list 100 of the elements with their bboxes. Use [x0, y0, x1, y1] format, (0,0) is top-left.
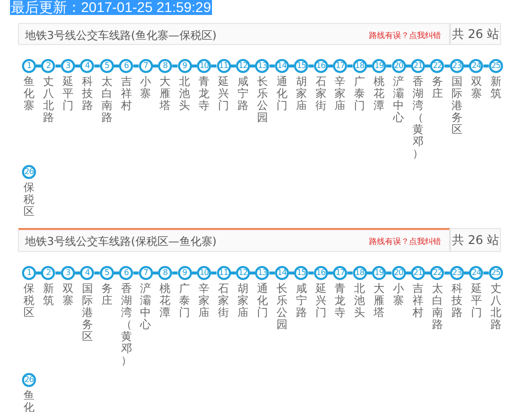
- route-title: 地铁3号线公交车线路(保税区—鱼化寨): [25, 234, 217, 249]
- station-name: 香湖湾（黄邓）: [412, 76, 424, 160]
- station-name: 国际港务区: [81, 283, 94, 343]
- stop-circle: 16: [314, 59, 328, 73]
- station-name: 辛家庙: [334, 76, 346, 112]
- stop-circle: 14: [274, 266, 289, 280]
- stop-circle: 24: [469, 266, 484, 280]
- stop-circle: 16: [314, 266, 328, 280]
- connector-line: [386, 64, 392, 68]
- station-name: 长乐公园: [276, 283, 288, 331]
- stop-circle: 13: [255, 59, 270, 73]
- station-name: 广泰门: [354, 76, 366, 112]
- connector-line: [36, 272, 42, 274]
- connector-line: [230, 272, 236, 274]
- station-name: 浐灞中心: [140, 283, 152, 331]
- station-name: 鱼化寨: [23, 76, 35, 112]
- station-name: 科技路: [81, 76, 94, 112]
- station-name: 务庄: [431, 76, 444, 100]
- error-report-link: 路线有误？点我纠错: [369, 236, 441, 247]
- station-name: 双寨: [62, 283, 74, 307]
- stop-circle: 12: [236, 59, 250, 73]
- connector-line: [366, 64, 372, 68]
- stop-circle: 5: [100, 59, 114, 73]
- stop-circle: 26: [22, 165, 36, 179]
- station-name: 大雁塔: [159, 76, 172, 112]
- stop-circle: 1: [22, 266, 36, 280]
- connector-line: [55, 64, 61, 68]
- station-name: 吉祥村: [120, 76, 132, 112]
- connector-line: [464, 64, 470, 68]
- connector-line: [114, 272, 120, 274]
- station-name: 丈八北路: [42, 76, 54, 124]
- connector-line: [483, 64, 489, 68]
- route-title: 地铁3号线公交车线路(鱼化寨—保税区): [25, 28, 217, 43]
- station-name: 桃花潭: [159, 283, 172, 319]
- stop-circle: 1: [22, 59, 36, 73]
- station-name: 小寨: [392, 283, 405, 307]
- stop-circle: 3: [60, 266, 75, 280]
- connector-line: [269, 272, 275, 274]
- connector-line: [425, 64, 430, 68]
- connector-line: [211, 272, 216, 274]
- station-name: 新筑: [42, 283, 54, 307]
- station-name: 通化门: [276, 76, 288, 112]
- stop-circle: 9: [178, 266, 192, 280]
- connector-line: [133, 272, 139, 274]
- station-name: 咸宁路: [236, 76, 249, 112]
- station-name: 咸宁路: [295, 283, 308, 319]
- station-name: 丈八北路: [490, 283, 502, 331]
- stop-circle: 20: [392, 59, 406, 73]
- station-name: 青龙寺: [334, 283, 346, 319]
- stop-circle: 19: [372, 59, 386, 73]
- connector-line: [328, 272, 334, 274]
- stop-circle: 20: [392, 266, 406, 280]
- stop-circle: 7: [138, 266, 153, 280]
- station-name: 桃花潭: [373, 76, 386, 112]
- connector-line: [133, 64, 139, 68]
- connector-line: [36, 64, 42, 68]
- station-name: 太白南路: [100, 76, 113, 124]
- stop-circle: 26: [22, 373, 36, 387]
- station-name: 北池头: [178, 76, 191, 112]
- stop-circle: 12: [236, 266, 250, 280]
- station-name: 小寨: [140, 76, 152, 100]
- stop-circle: 5: [100, 266, 114, 280]
- connector-line: [308, 272, 314, 274]
- stop-circle: 4: [80, 59, 94, 73]
- station-name: 通化门: [256, 283, 268, 319]
- stop-circle: 2: [41, 266, 56, 280]
- station-name: 石家街: [218, 283, 230, 319]
- station-name: 大雁塔: [373, 283, 386, 319]
- header-bar: [18, 228, 450, 252]
- stop-circle: 3: [60, 59, 75, 73]
- connector-line: [308, 64, 314, 68]
- stop-circle: 15: [294, 266, 308, 280]
- stop-circle: 13: [255, 266, 270, 280]
- station-name: 辛家庙: [198, 283, 210, 319]
- station-name: 浐灞中心: [392, 76, 405, 124]
- stop-circle: 25: [488, 266, 503, 280]
- station-name: 青龙寺: [198, 76, 210, 112]
- connector-line: [347, 64, 353, 68]
- station-name: 务庄: [100, 283, 113, 307]
- station-name: 延兴门: [314, 283, 327, 319]
- stop-circle: 19: [372, 266, 386, 280]
- station-name: 科技路: [450, 283, 463, 319]
- stop-circle: 18: [352, 59, 367, 73]
- stop-circle: 23: [450, 266, 464, 280]
- stop-circle: 21: [411, 266, 425, 280]
- connector-line: [230, 64, 236, 68]
- connector-line: [172, 272, 178, 274]
- stop-circle: 9: [178, 59, 192, 73]
- update-time: 最后更新：2017-01-25 21:59:29: [10, 0, 212, 15]
- connector-line: [250, 272, 256, 274]
- connector-line: [406, 272, 411, 274]
- connector-line: [250, 64, 256, 68]
- station-name: 胡家庙: [295, 76, 308, 112]
- connector-line: [114, 64, 120, 68]
- connector-line: [172, 64, 178, 68]
- stop-circle: 2: [41, 59, 56, 73]
- connector-line: [425, 272, 430, 274]
- connector-line: [444, 64, 450, 68]
- stop-circle: 23: [450, 59, 464, 73]
- station-name: 延平门: [470, 283, 482, 319]
